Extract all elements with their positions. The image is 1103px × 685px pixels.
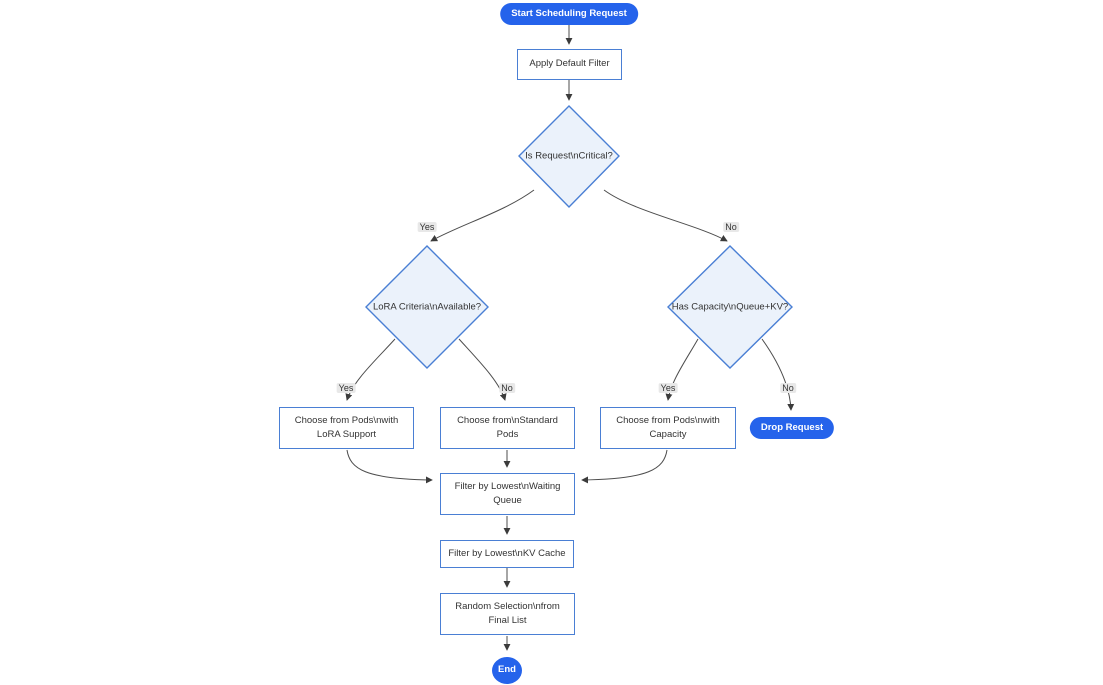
node-end: End (492, 657, 522, 684)
edge-label-capacity-yes: Yes (658, 383, 678, 393)
edge-label-critical-yes: Yes (417, 222, 437, 232)
node-start: Start Scheduling Request (500, 3, 638, 25)
node-random-selection-line1: Random Selection\nfrom (455, 600, 560, 612)
node-has-capacity-label: Has Capacity\nQueue+KV? (671, 301, 789, 313)
edge-capacitypods-filter (581, 449, 668, 484)
node-standard-pods-line1: Choose from\nStandard (457, 414, 558, 426)
node-capacity-pods-line1: Choose from Pods\nwith (616, 414, 720, 426)
decision-is-critical (518, 105, 620, 208)
node-random-selection: Random Selection\nfrom Final List (440, 593, 575, 635)
decision-lora-criteria (365, 245, 489, 369)
node-filter-kv-label: Filter by Lowest\nKV Cache (448, 547, 566, 559)
node-apply-filter-label: Apply Default Filter (529, 58, 610, 70)
edge-capacity-yes (665, 338, 699, 401)
node-lora-pods: Choose from Pods\nwith LoRA Support (279, 407, 414, 449)
node-start-label: Start Scheduling Request (511, 7, 627, 19)
node-drop-request-label: Drop Request (760, 421, 824, 433)
node-filter-queue-line2: Queue (493, 495, 522, 506)
node-drop-request: Drop Request (749, 417, 835, 439)
node-end-label: End (498, 664, 516, 676)
edge-capacity-no (761, 338, 795, 411)
edge-lora-no (458, 338, 507, 401)
node-lora-pods-line2: LoRA Support (316, 429, 377, 440)
node-is-critical-label: Is Request\nCritical? (525, 150, 613, 162)
node-random-selection-line2: Final List (488, 615, 527, 626)
edge-label-lora-no: No (499, 383, 515, 393)
node-lora-criteria-label: LoRA Criteria\nAvailable? (372, 301, 482, 313)
edge-lorapods-filter (346, 449, 433, 484)
decision-has-capacity (667, 245, 793, 369)
node-capacity-pods: Choose from Pods\nwith Capacity (600, 407, 736, 449)
edge-label-critical-no: No (723, 222, 739, 232)
node-apply-filter: Apply Default Filter (517, 49, 622, 80)
node-standard-pods: Choose from\nStandard Pods (440, 407, 575, 449)
edge-lora-yes (345, 338, 396, 401)
edge-label-capacity-no: No (780, 383, 796, 393)
edge-critical-no (603, 189, 728, 242)
node-standard-pods-line2: Pods (496, 429, 519, 440)
node-capacity-pods-line2: Capacity (649, 429, 687, 440)
edge-critical-yes (430, 189, 535, 242)
node-filter-queue-line1: Filter by Lowest\nWaiting (454, 480, 561, 492)
node-lora-pods-line1: Choose from Pods\nwith (294, 414, 399, 426)
node-filter-queue: Filter by Lowest\nWaiting Queue (440, 473, 575, 515)
node-filter-kv: Filter by Lowest\nKV Cache (440, 540, 574, 568)
edge-label-lora-yes: Yes (336, 383, 356, 393)
